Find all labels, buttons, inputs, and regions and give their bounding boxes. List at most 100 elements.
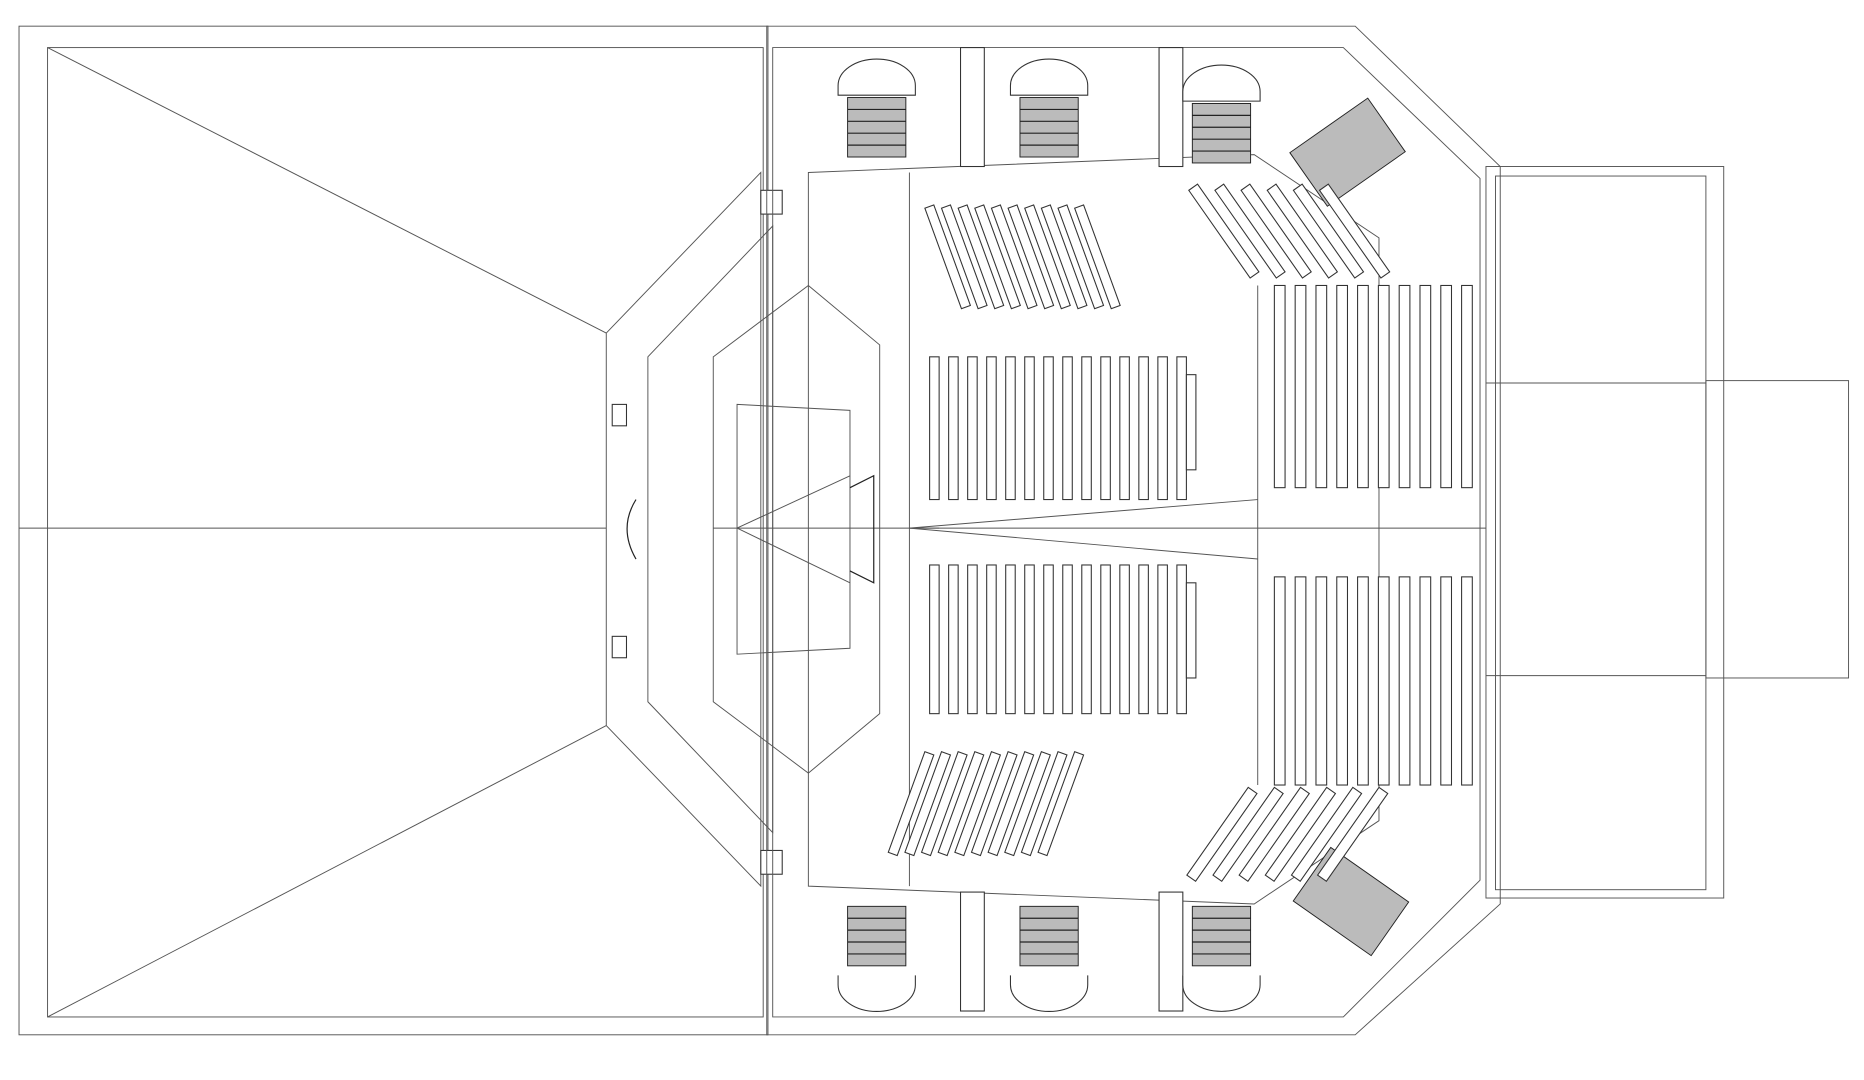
pew: [1040, 204, 1088, 310]
window-arch: [1182, 64, 1261, 102]
pew: [986, 564, 997, 715]
pew: [1357, 284, 1369, 489]
window-glass: [1289, 97, 1406, 207]
pew: [1238, 786, 1311, 882]
pew: [1292, 183, 1365, 279]
pew: [1037, 751, 1085, 857]
pew: [1157, 564, 1168, 715]
window: [1009, 905, 1089, 1012]
pew: [920, 751, 968, 857]
window-arch: [837, 975, 916, 1012]
pew: [948, 356, 959, 501]
pew: [1214, 183, 1286, 279]
pew: [1316, 786, 1389, 882]
pew: [1294, 284, 1307, 489]
windows: [837, 58, 1410, 1012]
pews: [887, 183, 1473, 882]
pew: [1119, 356, 1130, 501]
pew: [1315, 284, 1328, 489]
right-annex: [1485, 166, 1850, 899]
pew: [940, 204, 988, 310]
pew: [1005, 564, 1016, 715]
window: [1182, 905, 1261, 1012]
main-hall: [766, 25, 1501, 1036]
pew: [1264, 786, 1337, 882]
pew: [1315, 576, 1328, 786]
pew: [1043, 356, 1054, 501]
pew: [948, 564, 959, 715]
pew: [967, 356, 978, 501]
pew: [1024, 356, 1035, 501]
window-arch: [1009, 975, 1089, 1012]
pew: [1176, 564, 1187, 715]
window-glass: [847, 97, 907, 158]
pew: [887, 751, 935, 857]
pew: [1336, 576, 1349, 786]
pew: [924, 204, 972, 310]
window: [1182, 64, 1261, 164]
pew: [1419, 284, 1432, 489]
pew: [1081, 356, 1092, 501]
pew: [1398, 284, 1411, 489]
window-arch: [1182, 975, 1261, 1012]
pew: [1138, 356, 1149, 501]
pew: [1062, 564, 1073, 715]
window-glass: [1191, 103, 1252, 164]
pew: [929, 564, 940, 715]
pew: [986, 356, 997, 501]
pew: [1007, 204, 1055, 310]
window: [1289, 97, 1406, 207]
pew: [1004, 751, 1051, 857]
pew: [1024, 204, 1071, 310]
pew: [1294, 576, 1307, 786]
pew: [1398, 576, 1411, 786]
pew: [1005, 356, 1016, 501]
pew: [1157, 356, 1168, 501]
pew: [1186, 786, 1258, 882]
pew: [967, 564, 978, 715]
pew: [970, 751, 1018, 857]
pew: [1176, 356, 1187, 501]
pew: [1081, 564, 1092, 715]
pew: [1185, 582, 1197, 679]
pew: [957, 204, 1005, 310]
window: [1009, 58, 1089, 158]
pew: [1024, 564, 1035, 715]
apse: [605, 171, 940, 888]
pew: [1240, 183, 1312, 279]
window: [837, 905, 916, 1012]
pew: [1062, 356, 1073, 501]
pew: [1273, 576, 1286, 786]
pew: [1290, 786, 1363, 882]
window-glass: [1191, 905, 1252, 967]
pew: [1188, 183, 1260, 279]
window: [837, 58, 916, 158]
pew: [1357, 576, 1369, 786]
pew: [1100, 356, 1111, 501]
window-arch: [837, 58, 916, 96]
pew: [1020, 751, 1068, 857]
pew: [904, 751, 952, 857]
pew: [1419, 576, 1432, 786]
pew: [1461, 576, 1473, 786]
window-glass: [1019, 905, 1079, 967]
window-glass: [847, 905, 907, 967]
pew: [1266, 183, 1339, 279]
pew: [937, 751, 985, 857]
pew: [1073, 204, 1121, 310]
pew: [954, 751, 1002, 857]
pew: [1043, 564, 1054, 715]
left-roof: [18, 25, 769, 1036]
pew: [990, 204, 1038, 310]
pew: [1440, 576, 1453, 786]
pew: [1318, 183, 1391, 279]
pew: [1377, 284, 1390, 489]
pew: [1336, 284, 1349, 489]
pew: [1100, 564, 1111, 715]
pew: [1185, 374, 1197, 471]
window-glass: [1019, 97, 1079, 158]
pew: [1377, 576, 1390, 786]
pew: [1212, 786, 1284, 882]
pew: [1119, 564, 1130, 715]
